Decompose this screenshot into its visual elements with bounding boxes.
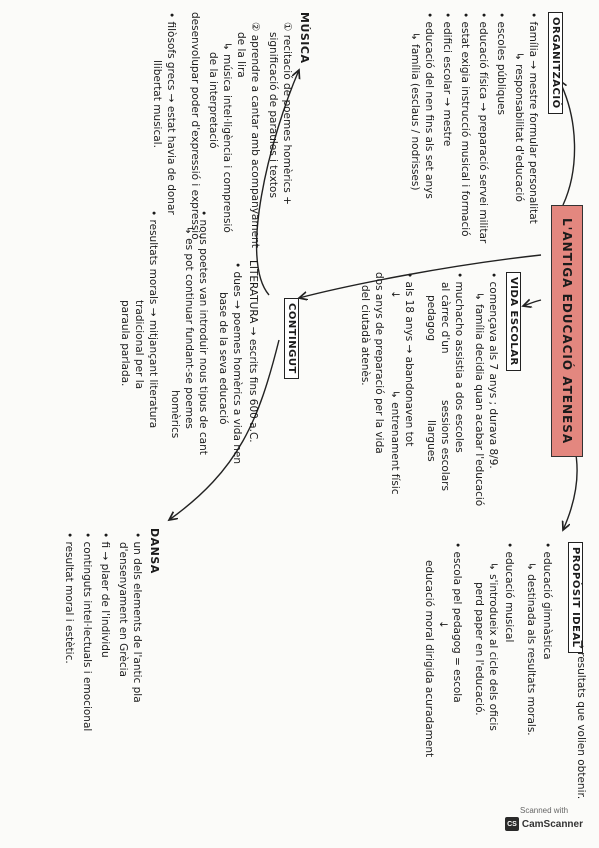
proposit-line: • escola pel pedagog = escola [451, 542, 463, 703]
proposit-line: • educació gimnàstica [541, 542, 553, 660]
vida-line: dos anys de preparació per la vida [373, 272, 385, 454]
vida-line: llargues [425, 420, 437, 462]
vida-line: ↓ [389, 290, 401, 299]
contingut-heading: CONTINGUT [284, 298, 299, 379]
org-line: ↳ responsabilitat d'educació [513, 52, 525, 202]
musica-line: llibertat musical. [151, 60, 163, 148]
dansa-line: • continguts intel·lectuals i emocional [81, 532, 93, 732]
dansa-line: • un dels elements de l'antic pla [131, 532, 143, 703]
vida-line: • muchacho assistia a dos escoles [453, 272, 465, 453]
literatura-line: paraula parlada. [119, 300, 131, 387]
arrow-contingut-musica [255, 70, 299, 296]
organitzacio-heading: ORGANITZACIÓ [548, 12, 563, 114]
literatura-line: ↳ es pot continuar fundant-se poemes [183, 226, 195, 429]
literatura-line: homèrics [169, 390, 181, 439]
musica-line: ↳ música intel·ligència i comprensió [221, 42, 233, 233]
map-title: L'ANTIGA EDUCACIÓ ATENESA [551, 205, 583, 458]
camscanner-logo-icon: CS [505, 817, 519, 831]
literatura-line: • dues → poemes homèrics a vida nen [231, 262, 243, 464]
vida-line: ↳ família decidia quan acabar l'educació [473, 292, 485, 507]
literatura-line: • nous poetes van introduir nous tipus d… [197, 210, 209, 455]
literatura-line: LITERATURA → escrits fins 600 a.C. [247, 260, 259, 443]
musica-line: significació de paraules i textos [267, 32, 279, 198]
org-line: • edifici escolar → mestre [441, 12, 453, 147]
proposit-line: → resultats que volien obtenir. [575, 640, 587, 800]
org-line: ↳ família (esclaus / nodrisses) [409, 32, 421, 191]
arrow-to-contingut [299, 254, 542, 298]
vida-line: • als 18 anys → abandonaven tot [403, 272, 415, 447]
vida-line: sessions escolars [439, 400, 451, 491]
scanned-with-text: Scanned with [519, 806, 569, 815]
vida-line: pedagog [425, 295, 437, 341]
literatura-line: • resultats morals → mitjançant literatu… [147, 210, 159, 429]
proposit-line: • educació musical [503, 542, 515, 643]
org-line: • família → mestre formular personalitat [527, 12, 539, 224]
musica-line: • filòsofs grecs → estat havia de donar [165, 12, 177, 215]
arrow-contingut-dansa [169, 339, 280, 520]
vida-line: al càrrec d'un [439, 282, 451, 354]
proposit-line: ↳ destinada als resultats morals. [525, 562, 537, 736]
vida-line: • començava als 7 anys ; durava 8/9. [487, 272, 499, 469]
org-line: • educació del nen fins als set anys [423, 12, 435, 199]
org-line: • educació física → preparació servei mi… [477, 12, 489, 244]
dansa-line: • fi → plaer de l'individu [99, 532, 111, 658]
arrow-to-vida [523, 300, 542, 306]
musica-line: ① recitació de poemes homèrics + [281, 22, 293, 205]
camscanner-stamp: Scanned with CS CamScanner [505, 806, 583, 838]
musica-heading: MÚSICA [298, 12, 311, 64]
musica-line: de la lira [235, 32, 247, 78]
vida-escolar-heading: VIDA ESCOLAR [506, 272, 521, 371]
literatura-line: tradicional per la [133, 300, 145, 390]
dansa-heading: DANSA [148, 528, 161, 574]
dansa-line: • resultat moral i estètic. [63, 532, 75, 664]
arrow-to-organitzacio [559, 80, 576, 206]
musica-line: ② aprendre a cantar amb acompanyament [249, 22, 261, 248]
org-line: • estat exigia instrucció musical i form… [459, 12, 471, 237]
vida-line: del ciutadà atenès. [359, 285, 371, 386]
vida-line: ↳ entrenament físic [389, 390, 401, 495]
proposit-line: ↓ [437, 620, 449, 629]
musica-line: desenvolupar poder d'expressió i express… [189, 12, 201, 240]
proposit-line: perd paper en l'educació. [473, 582, 485, 716]
dansa-line: d'ensenyament en Grècia [117, 542, 129, 677]
proposit-line: educació moral dirigida acuradament [423, 560, 435, 758]
proposit-line: ↳ s'introdueix al cicle dels oficis [487, 562, 499, 731]
camscanner-name: CamScanner [521, 818, 583, 830]
literatura-line: base de la seva educació [217, 292, 229, 425]
musica-line: de la interpretació [207, 52, 219, 149]
org-line: • escoles públiques [495, 12, 507, 115]
proposit-ideal-heading: PROPÒSIT IDEAL [568, 542, 583, 653]
